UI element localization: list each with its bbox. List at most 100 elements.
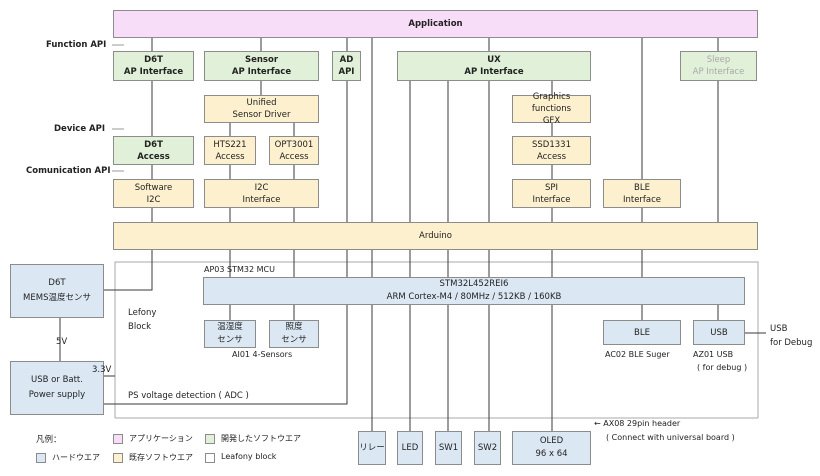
power-line2: Power supply <box>28 390 86 400</box>
i2c-interface-box: I2C Interface <box>204 179 319 208</box>
application-box: Application <box>113 10 758 38</box>
ble-module-caption: AC02 BLE Suger <box>605 350 670 359</box>
ble-if-line2: Interface <box>622 194 662 205</box>
sleep-ap-interface-box: Sleep AP Interface <box>680 51 757 81</box>
lefony-line2: Block <box>128 322 151 332</box>
software-i2c-line1: Software <box>134 182 173 193</box>
ssd1331-access-box: SSD1331 Access <box>512 136 591 165</box>
voltage-3v3-label: 3.3V <box>92 365 112 375</box>
sensor-ap-line2: AP Interface <box>231 67 292 77</box>
header-note-line1: ← AX08 29pin header <box>594 419 681 428</box>
graphics-gfx-box: Graphics functions GFX <box>512 92 591 126</box>
legend-blk-label: Leafony block <box>221 452 277 461</box>
legend-hw-label: ハードウエア <box>52 453 100 462</box>
ble-interface-box: BLE Interface <box>603 179 681 208</box>
temp-humidity-line1: 温湿度 <box>217 322 243 332</box>
sensors-caption: AI01 4-Sensors <box>232 350 293 359</box>
ad-api-box: AD API <box>332 51 361 81</box>
legend-blk-swatch <box>205 453 215 463</box>
sw1-label: SW1 <box>438 443 459 453</box>
device-api-label: Device API <box>54 124 106 134</box>
graphics-line1: Graphics functions <box>531 92 572 114</box>
function-api-label: Function API <box>46 40 107 50</box>
spi-interface-box: SPI Interface <box>512 179 591 208</box>
opt3001-access-box: OPT3001 Access <box>269 136 319 165</box>
ux-ap-line1: UX <box>487 55 501 65</box>
lefony-line1: Lefony <box>128 308 157 318</box>
ps-voltage-detection-label: PS voltage detection ( ADC ) <box>128 391 249 401</box>
legend-title: 凡例： <box>36 435 62 445</box>
ad-api-line1: AD <box>339 55 354 65</box>
d6t-access-box: D6T Access <box>113 136 194 165</box>
usb-module-caption: AZ01 USB <box>693 350 734 359</box>
ssd1331-line2: Access <box>536 151 567 162</box>
unified-sensor-line1: Unified <box>246 98 277 108</box>
unified-sensor-line2: Sensor Driver <box>232 110 291 120</box>
led-label: LED <box>401 443 419 453</box>
sw2-label: SW2 <box>477 443 498 453</box>
legend-sw-swatch <box>113 453 123 463</box>
d6t-mems-line2: MEMS温度センサ <box>23 293 91 303</box>
relay-box: リレー <box>358 431 386 465</box>
application-label: Application <box>408 19 463 29</box>
sw2-box: SW2 <box>474 431 501 465</box>
lefony-block-label: Lefony Block <box>128 306 156 334</box>
graphics-line2: GFX <box>542 116 561 126</box>
voltage-5v-label: 5V <box>56 337 68 347</box>
oled-line2: 96 x 64 <box>535 449 568 459</box>
ux-ap-line2: AP Interface <box>464 67 524 77</box>
legend-app-swatch <box>113 434 123 444</box>
oled-line1: OLED <box>539 436 564 446</box>
legend-dev-swatch <box>205 434 215 444</box>
d6t-access-line1: D6T <box>144 139 163 150</box>
unified-sensor-driver-box: Unified Sensor Driver <box>204 95 319 123</box>
mcu-box: STM32L452REI6 ARM Cortex-M4 / 80MHz / 51… <box>203 277 745 305</box>
sensor-ap-interface-box: Sensor AP Interface <box>204 51 319 81</box>
header-note-line2: ( Connect with universal board ) <box>606 433 735 442</box>
sleep-ap-line2: AP Interface <box>692 67 745 77</box>
illuminance-line2: センサ <box>281 335 307 345</box>
usb-module-debug-note: ( for debug ) <box>697 363 748 372</box>
sw1-box: SW1 <box>435 431 462 465</box>
legend-hw-swatch <box>36 453 46 463</box>
mcu-chip: STM32L452REI6 <box>439 279 509 289</box>
spi-line1: SPI <box>544 182 559 193</box>
power-supply-box: USB or Batt. Power supply <box>10 361 104 415</box>
hts221-access-box: HTS221 Access <box>204 136 256 165</box>
ad-api-line2: API <box>338 67 355 77</box>
ble-module-label: BLE <box>634 327 650 338</box>
opt3001-line2: Access <box>279 151 309 162</box>
oled-box: OLED 96 x 64 <box>512 431 591 465</box>
ux-ap-interface-box: UX AP Interface <box>397 51 591 81</box>
i2c-line1: I2C <box>254 182 269 193</box>
relay-label: リレー <box>359 443 385 453</box>
power-line1: USB or Batt. <box>31 375 83 385</box>
usb-debug-label: USB for Debug <box>770 322 812 350</box>
mcu-caption: AP03 STM32 MCU <box>204 265 275 274</box>
mcu-spec: ARM Cortex-M4 / 80MHz / 512KB / 160KB <box>386 292 562 302</box>
sensor-ap-line1: Sensor <box>244 55 279 65</box>
sleep-ap-line1: Sleep <box>706 55 731 65</box>
software-i2c-line2: I2C <box>146 194 161 205</box>
d6t-mems-sensor-box: D6T MEMS温度センサ <box>10 264 104 318</box>
usb-module-box: USB <box>693 320 745 345</box>
ble-if-line1: BLE <box>634 182 650 193</box>
spi-line2: Interface <box>532 194 571 205</box>
temp-humidity-sensor-box: 温湿度 センサ <box>204 320 256 348</box>
usb-debug-line1: USB <box>770 324 788 334</box>
led-box: LED <box>397 431 423 465</box>
temp-humidity-line2: センサ <box>217 335 243 345</box>
d6t-ap-line2: AP Interface <box>123 67 184 77</box>
d6t-ap-line1: D6T <box>144 55 163 65</box>
opt3001-line1: OPT3001 <box>274 139 314 150</box>
legend-sw-label: 既存ソフトウエア <box>129 453 193 462</box>
legend-dev-label: 開発したソフトウエア <box>221 434 301 443</box>
ssd1331-line1: SSD1331 <box>532 139 571 150</box>
ble-module-box: BLE <box>603 320 681 345</box>
illuminance-sensor-box: 照度 センサ <box>269 320 319 348</box>
usb-module-label: USB <box>710 327 728 338</box>
d6t-mems-line1: D6T <box>48 278 66 288</box>
hts221-line1: HTS221 <box>213 139 247 150</box>
